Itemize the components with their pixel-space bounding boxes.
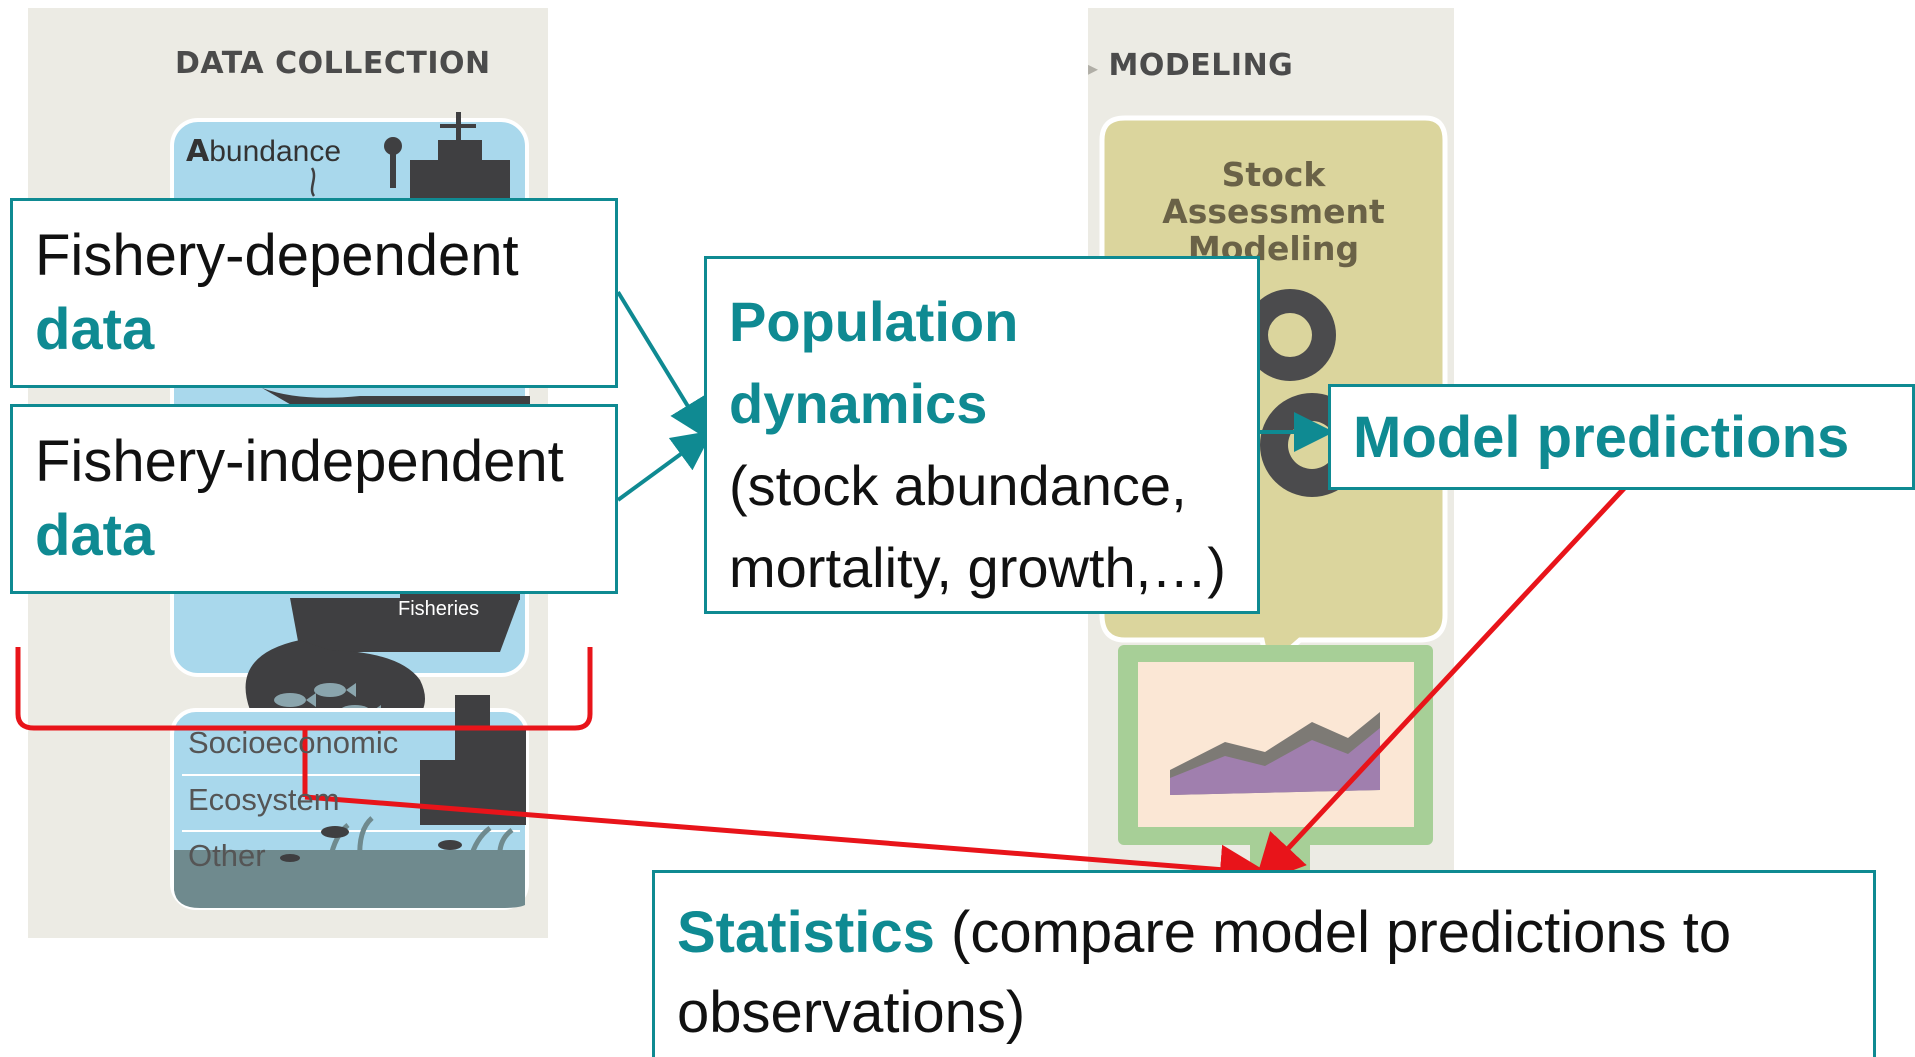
other-label: Other [188,838,266,873]
fishery-independent-box: Fishery-independent data [10,404,618,594]
arrow-independent-to-population [616,430,713,502]
data-collection-header: DATA COLLECTION [175,46,491,81]
fishery-dependent-box: Fishery-dependent data [10,198,618,388]
arrow-data-to-statistics [304,794,1270,895]
chevron-right-icon: ▸ [1088,56,1099,80]
arrow-dependent-to-population [616,290,709,440]
socioeconomic-label: Socioeconomic [188,725,399,760]
abundance-label: Abundance [186,134,342,169]
monitor-icon [1118,645,1433,870]
model-predictions-box: Model predictions [1328,384,1915,490]
buoy-icon [384,137,402,188]
arrow-predictions-to-statistics [1254,480,1632,885]
population-dynamics-box: Population dynamics (stock abundance, mo… [704,256,1260,614]
reef-fish-icon [280,826,462,862]
modeling-header: ▸MODELING [1088,48,1294,83]
seafloor-shape [174,850,525,908]
statistics-box: Statistics (compare model predictions to… [652,870,1876,1057]
seaweed-icon [327,816,514,861]
fisheries-label: Fisheries [398,598,480,620]
city-buildings-icon [420,695,526,825]
ecosystem-label: Ecosystem [188,782,340,817]
stock-assessment-title: Stock Assessment Modeling [1162,155,1385,268]
